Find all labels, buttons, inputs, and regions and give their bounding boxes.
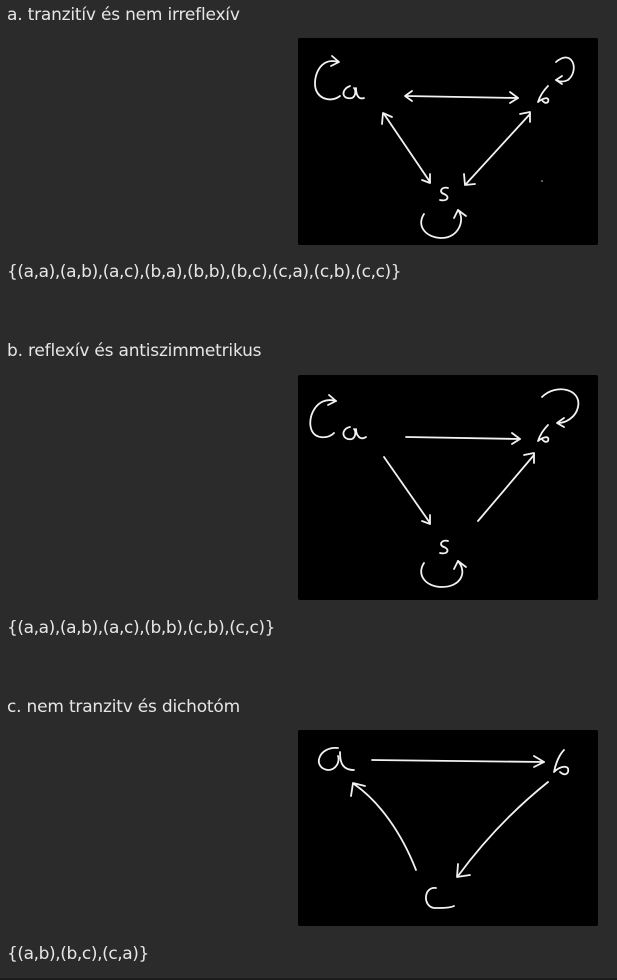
node-a-self-loop-arrow <box>327 394 337 406</box>
edge-a-b <box>405 95 519 99</box>
edge-a-b <box>371 759 545 763</box>
node-b-glyph <box>553 749 570 776</box>
edge-a-c <box>383 113 431 183</box>
node-a-glyph <box>342 426 367 441</box>
section-a-heading: a. tranzitív és nem irreflexív <box>7 5 240 25</box>
node-b-self-loop-arrow <box>556 417 565 428</box>
section-c-graph <box>317 747 570 909</box>
section-a-diagram <box>298 38 598 245</box>
node-a-glyph <box>317 747 355 771</box>
edge-a-b-arrowhead <box>511 432 521 445</box>
section-b-diagram <box>298 375 598 600</box>
section-b-heading: b. reflexív és antiszimmetrikus <box>7 341 262 361</box>
node-c-glyph <box>439 539 449 555</box>
section-b-relation: {(a,a),(a,b),(a,c),(b,b),(c,b),(c,c)} <box>7 618 276 638</box>
edge-b-c-arrowhead <box>456 863 471 878</box>
node-b-self-loop <box>555 56 575 83</box>
section-c-diagram <box>298 730 598 926</box>
edge-a-b-arrowhead <box>533 755 545 768</box>
edge-c-b <box>477 454 535 522</box>
edge-b-c-arrowhead-b <box>519 111 531 123</box>
node-a-self-loop-arrow <box>330 55 340 67</box>
edge-c-a-arrowhead <box>350 782 366 797</box>
node-b-self-loop-arrow <box>555 75 563 85</box>
node-a-glyph <box>342 85 365 100</box>
edge-c-a <box>353 783 417 871</box>
node-b-self-loop <box>541 388 580 424</box>
edge-c-b-arrowhead <box>523 452 535 464</box>
node-c-self-loop <box>420 209 463 239</box>
node-c-self-loop-arrow <box>453 209 467 219</box>
section-a-relation: {(a,a),(a,b),(a,c),(b,a),(b,b),(b,c),(c,… <box>7 262 402 282</box>
section-a-graph <box>314 55 575 239</box>
node-a-self-loop <box>314 60 341 101</box>
edge-a-c-arrowhead-c <box>421 173 431 184</box>
node-b-glyph <box>537 85 550 104</box>
node-c-glyph <box>439 186 449 202</box>
edge-a-c-arrowhead-a <box>381 112 393 125</box>
edge-b-c <box>465 113 531 185</box>
node-c-self-loop <box>420 560 464 588</box>
node-a-self-loop <box>309 399 337 439</box>
edge-b-c-arrowhead-c <box>463 173 476 186</box>
node-c-glyph <box>425 887 455 909</box>
edge-a-b-arrowhead-a <box>404 90 413 102</box>
edge-a-c-arrowhead <box>421 514 431 525</box>
section-c-heading: c. nem tranzitv és dichotóm <box>7 697 240 717</box>
edge-a-b <box>405 436 521 440</box>
section-c-relation: {(a,b),(b,c),(c,a)} <box>7 944 149 964</box>
edge-b-c <box>457 781 549 877</box>
edge-a-c <box>383 456 431 524</box>
bottom-divider <box>0 978 617 980</box>
edge-a-b-arrowhead-b <box>509 91 519 104</box>
node-c-self-loop-arrow <box>453 560 467 570</box>
ink-dot <box>541 180 543 182</box>
node-b-glyph <box>537 424 550 443</box>
section-b-graph <box>309 388 580 588</box>
